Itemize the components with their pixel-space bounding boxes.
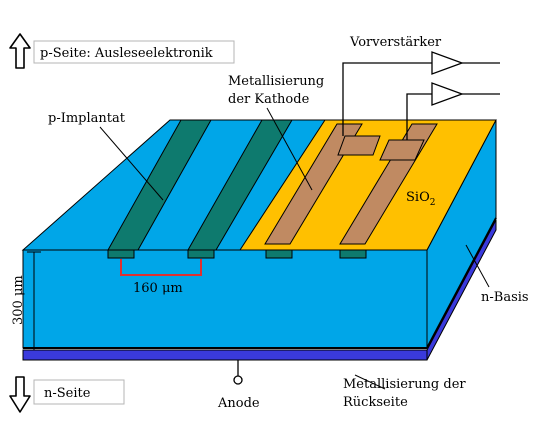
n-base-label: n-Basis: [481, 290, 529, 305]
triangle-amplifier-icon: [431, 51, 464, 75]
backside-metal-label-line2: Rückseite: [343, 395, 408, 410]
anode-terminal: [233, 360, 243, 385]
cathode-metal-label-line1: Metallisierung: [228, 74, 324, 89]
front-face: [22, 249, 428, 349]
up-arrow-icon: [9, 33, 31, 69]
pitch-label: 160 μm: [133, 281, 183, 296]
pitch-dimension: 160 μm: [120, 259, 202, 296]
n-side-legend: n-Seite: [9, 376, 125, 413]
p-implant-label: p-Implantat: [48, 111, 126, 126]
backside-metal-label-line1: Metallisierung der: [343, 377, 466, 392]
anode-label: Anode: [217, 396, 260, 411]
preamplifiers: [342, 51, 500, 140]
preamp-label: Vorverstärker: [349, 35, 442, 50]
contact-pad: [379, 139, 425, 161]
cathode-metal-label-line2: der Kathode: [228, 92, 310, 107]
detector-block: [21, 119, 497, 361]
implant-section: [265, 249, 293, 259]
sio2-label: SiO2: [406, 190, 435, 208]
implant-section: [339, 249, 367, 259]
down-arrow-icon: [9, 376, 31, 413]
triangle-amplifier-icon: [431, 82, 464, 106]
p-side-legend: p-Seite: Ausleseelektronik: [9, 33, 235, 69]
p-side-label: p-Seite: Ausleseelektronik: [40, 46, 213, 61]
contact-pad: [337, 135, 381, 156]
backside-metal-front: [22, 349, 428, 361]
implant-section: [107, 249, 135, 259]
implant-section: [187, 249, 215, 259]
n-side-label: n-Seite: [44, 386, 91, 401]
thickness-dimension: 300 μm: [11, 251, 41, 351]
thickness-label: 300 μm: [11, 275, 26, 325]
cathode-metal-strip: [264, 123, 363, 245]
